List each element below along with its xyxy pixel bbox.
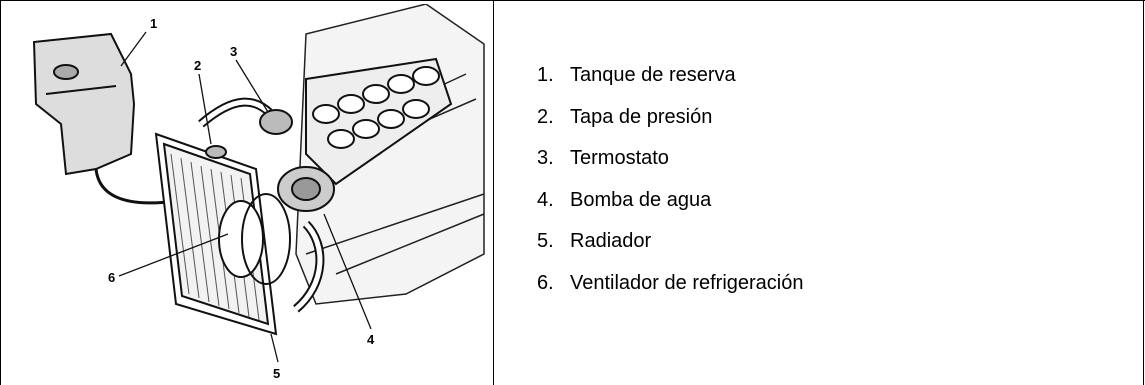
legend-number: 1. xyxy=(537,64,554,86)
reserve-tank xyxy=(32,32,136,176)
legend-item: 1. Tanque de reserva xyxy=(537,62,803,104)
cooling-fan xyxy=(218,193,291,285)
cylinder-head xyxy=(305,57,453,186)
legend-number: 3. xyxy=(537,147,554,169)
top-border xyxy=(0,0,1145,1)
legend-text: Termostato xyxy=(570,147,669,169)
legend-number: 4. xyxy=(537,188,554,211)
legend-text: Bomba de agua xyxy=(570,188,712,211)
legend-number: 5. xyxy=(537,230,554,252)
leader-lines xyxy=(118,31,372,363)
legend-text: Radiador xyxy=(570,230,652,252)
callout-1: 1 xyxy=(150,16,157,31)
callout-6: 6 xyxy=(108,270,115,285)
callout-5: 5 xyxy=(273,366,280,381)
legend-number: 6. xyxy=(537,271,554,294)
left-border xyxy=(0,0,1,385)
cooling-system-diagram: 1 2 3 4 5 6 xyxy=(32,4,485,381)
legend-item: 4. Bomba de agua xyxy=(537,187,803,229)
legend-text: Tapa de presión xyxy=(570,105,713,128)
water-pump xyxy=(259,109,335,212)
legend-item: 2. Tapa de presión xyxy=(537,104,803,146)
legend-number: 2. xyxy=(537,105,554,128)
callout-4: 4 xyxy=(367,332,375,347)
radiator xyxy=(154,132,278,336)
legend-item: 3. Termostato xyxy=(537,145,803,187)
column-divider xyxy=(493,0,494,385)
legend-item: 5. Radiador xyxy=(537,228,803,270)
callout-2: 2 xyxy=(194,58,201,73)
legend-item: 6. Ventilador de refrigeración xyxy=(537,270,803,312)
legend-text: Tanque de reserva xyxy=(570,64,736,86)
callout-3: 3 xyxy=(230,44,237,59)
parts-legend: 1. Tanque de reserva 2. Tapa de presión 3.… xyxy=(537,62,803,311)
right-border xyxy=(1143,0,1144,385)
legend-text: Ventilador de refrigeración xyxy=(570,271,804,294)
